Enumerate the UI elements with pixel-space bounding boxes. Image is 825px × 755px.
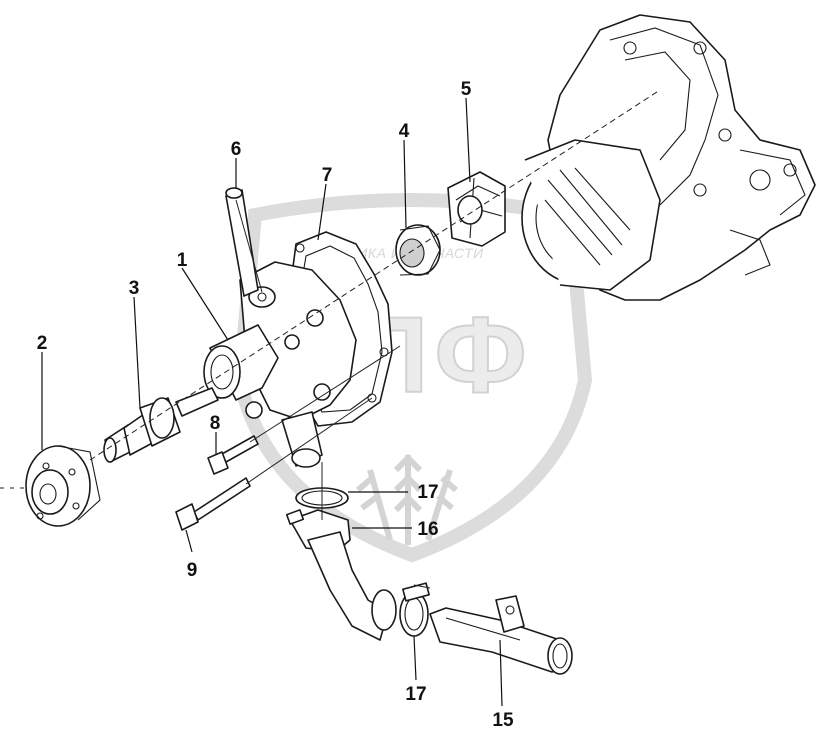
callout-8: 8 <box>210 413 221 434</box>
part-9-bolt-long <box>175 477 251 531</box>
part-6-stud <box>225 187 259 297</box>
leader-lines <box>41 97 503 707</box>
callout-17-upper: 17 <box>417 482 438 503</box>
part-3-shaft-bearing <box>103 387 219 463</box>
part-2-hub-flange <box>25 445 101 527</box>
part-15-water-pipe <box>429 595 573 675</box>
callout-17-lower: 17 <box>405 684 426 705</box>
callout-5: 5 <box>461 79 472 100</box>
callout-2: 2 <box>37 333 48 354</box>
callout-3: 3 <box>129 278 140 299</box>
part-4-seal <box>395 224 441 276</box>
part-1-pump-housing <box>203 261 357 468</box>
callout-15: 15 <box>492 710 514 731</box>
assembly-axes <box>0 89 661 589</box>
callout-7: 7 <box>322 165 333 186</box>
wheat-emblem <box>356 453 458 545</box>
callout-labels: 1 2 3 4 5 6 7 8 9 17 16 17 15 <box>37 79 514 731</box>
callout-4: 4 <box>399 121 410 142</box>
callout-6: 6 <box>231 139 242 160</box>
part-16-lower-hose <box>285 509 397 641</box>
part-8-bolt-short <box>207 435 259 475</box>
callout-9: 9 <box>187 560 198 581</box>
callout-1: 1 <box>177 250 188 271</box>
part-17-clamp-lower <box>399 582 430 637</box>
engine-block <box>521 14 816 301</box>
callout-16: 16 <box>417 519 438 540</box>
